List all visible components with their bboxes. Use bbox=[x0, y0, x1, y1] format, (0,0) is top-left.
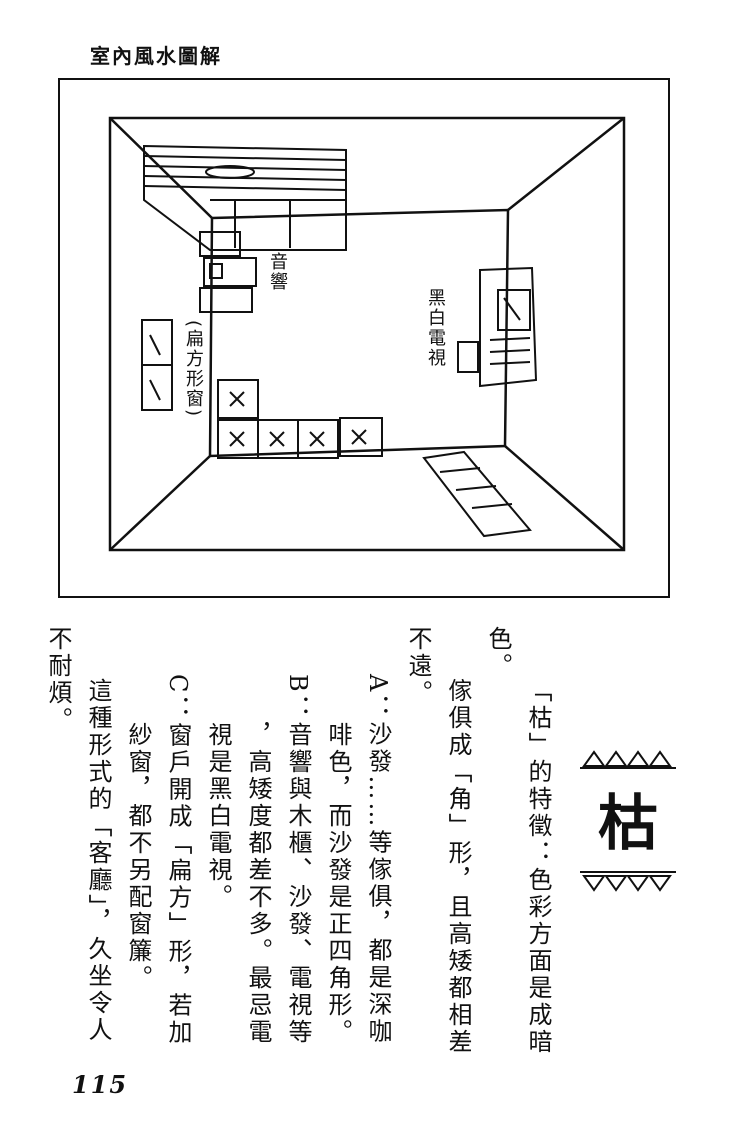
text-column: C：窗戶開成「扁方」形，若加 bbox=[164, 674, 192, 1047]
text-column: A：沙發……等傢俱，都是深咖 bbox=[364, 674, 392, 1046]
title-character: 枯 bbox=[598, 789, 658, 859]
text-column: ，高矮度都差不多。最忌電 bbox=[244, 722, 272, 1046]
text-column: 不遠。 bbox=[404, 626, 432, 707]
text-column: 「枯」的特徵：色彩方面是成暗 bbox=[524, 678, 552, 1056]
page-number: 115 bbox=[72, 1070, 129, 1099]
section-title: 枯 bbox=[578, 740, 678, 900]
room-drawing bbox=[108, 116, 626, 552]
text-column: 不耐煩。 bbox=[44, 626, 72, 734]
book-title: 室內風水圖解 bbox=[90, 44, 222, 68]
body-text: 「枯」的特徵：色彩方面是成暗 色。 傢俱成「角」形，且高矮都相差 不遠。 A：沙… bbox=[38, 626, 558, 1066]
window-label: (扁方形窗) bbox=[183, 320, 204, 419]
text-column: 傢俱成「角」形，且高矮都相差 bbox=[444, 678, 472, 1056]
title-ornament bbox=[580, 750, 676, 892]
text-column: 啡色，而沙發是正四角形。 bbox=[324, 722, 352, 1046]
text-column: B：音響與木櫃、沙發、電視等 bbox=[284, 674, 312, 1046]
tv-label: 黑白電視 bbox=[425, 288, 446, 368]
audio-label: 音響 bbox=[267, 252, 288, 292]
room-illustration: 音響 黑白電視 (扁方形窗) bbox=[58, 78, 670, 598]
text-column: 色。 bbox=[484, 626, 512, 680]
text-column: 紗窗，都不另配窗簾。 bbox=[124, 722, 152, 992]
text-column: 視是黑白電視。 bbox=[204, 722, 232, 911]
text-column: 這種形式的「客廳」，久坐令人 bbox=[84, 678, 112, 1044]
